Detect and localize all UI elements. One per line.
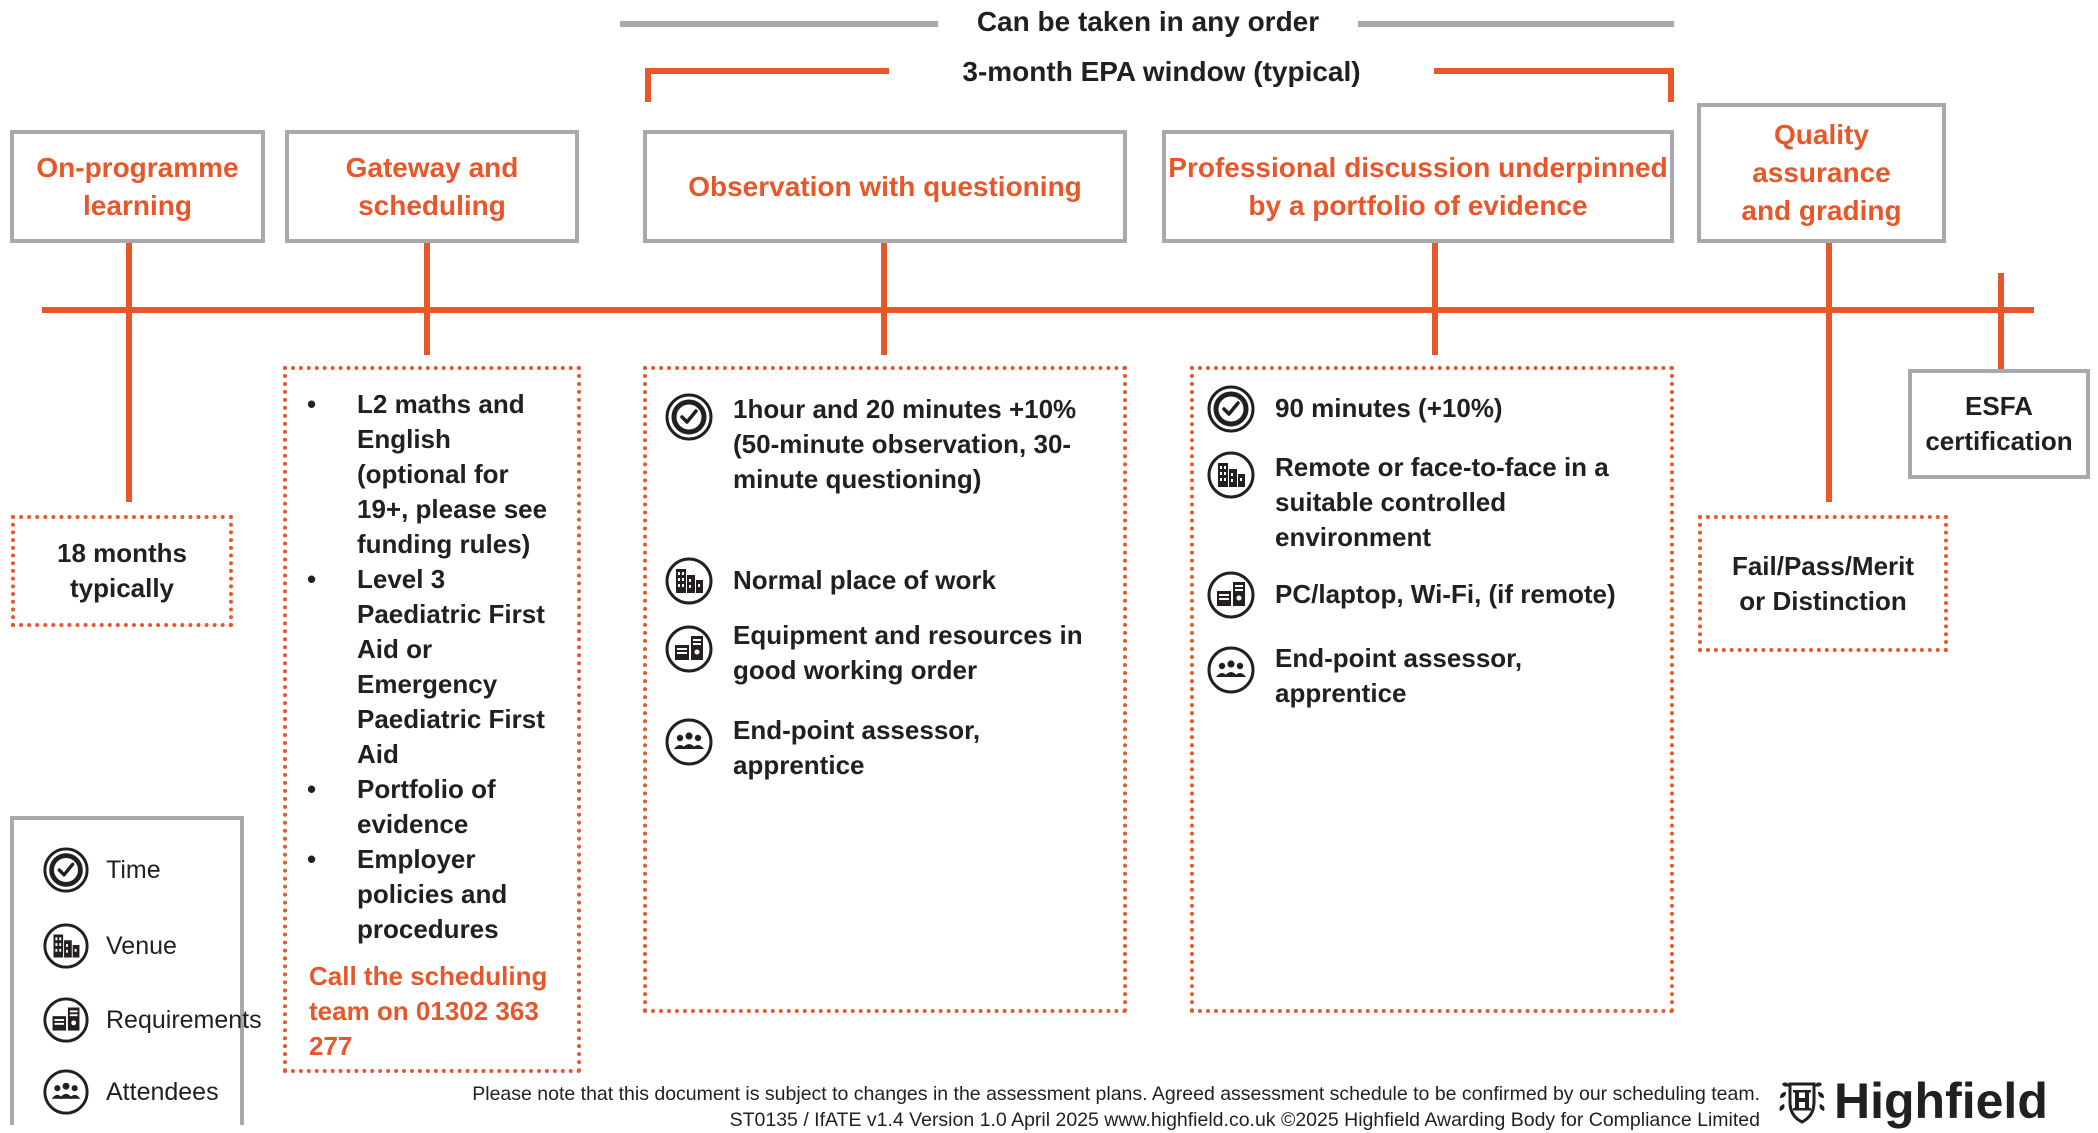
epa-window-label: 3-month EPA window (typical) bbox=[962, 56, 1361, 87]
stage-title: Observation with questioning bbox=[688, 170, 1082, 202]
stage-title: ESFA certification bbox=[1925, 391, 2073, 456]
connector-on-programme bbox=[126, 240, 132, 502]
stage-quality: Quality assurance and grading bbox=[1697, 103, 1946, 243]
observation-time: 1hour and 20 minutes +10% (50-minute obs… bbox=[664, 392, 1104, 497]
connector-quality bbox=[1826, 240, 1832, 502]
list-item: Employer policies and procedures bbox=[287, 842, 559, 947]
building-icon bbox=[42, 922, 90, 970]
legend-attendees: Attendees bbox=[42, 1068, 219, 1116]
stage-observation: Observation with questioning bbox=[643, 130, 1127, 243]
discussion-attendees: End-point assessor, apprentice bbox=[1206, 641, 1646, 711]
any-order-bracket-right bbox=[1358, 21, 1674, 27]
any-order-label: Can be taken in any order bbox=[976, 6, 1320, 37]
highfield-logo: Highfield bbox=[1776, 1073, 2092, 1129]
legend-venue: Venue bbox=[42, 922, 177, 970]
discussion-time-text: 90 minutes (+10%) bbox=[1275, 393, 1503, 423]
list-item: L2 maths and English (optional for 19+, … bbox=[287, 387, 559, 562]
stage-discussion: Professional discussion underpinned by a… bbox=[1162, 130, 1674, 243]
clock-icon bbox=[42, 846, 90, 894]
observation-venue-text: Normal place of work bbox=[733, 565, 996, 595]
discussion-details-box bbox=[1190, 366, 1674, 1013]
discussion-attendees-text: End-point assessor, apprentice bbox=[1275, 643, 1523, 708]
footer-note: Please note that this document is subjec… bbox=[472, 1083, 1760, 1105]
equipment-icon bbox=[42, 996, 90, 1044]
on-programme-duration-box: 18 months typically bbox=[11, 515, 233, 627]
gateway-requirements-box: L2 maths and English (optional for 19+, … bbox=[283, 366, 581, 1073]
stage-title: Professional discussion underpinned by a… bbox=[1168, 151, 1668, 221]
any-order-bracket-left bbox=[620, 21, 938, 27]
timeline-axis bbox=[42, 307, 2034, 313]
observation-details-box bbox=[643, 366, 1127, 1013]
observation-requirements: Equipment and resources in good working … bbox=[664, 618, 1104, 688]
discussion-venue-text: Remote or face-to-face in a suitable con… bbox=[1275, 452, 1609, 552]
observation-attendees: End-point assessor, apprentice bbox=[664, 713, 1104, 783]
observation-time-text: 1hour and 20 minutes +10% (50-minute obs… bbox=[733, 394, 1077, 494]
legend-label: Attendees bbox=[106, 1077, 219, 1106]
gateway-requirements-list: L2 maths and English (optional for 19+, … bbox=[287, 387, 559, 947]
observation-requirements-text: Equipment and resources in good working … bbox=[733, 620, 1083, 685]
stage-esfa: ESFA certification bbox=[1908, 369, 2090, 479]
connector-esfa bbox=[1998, 273, 2004, 369]
discussion-requirements: PC/laptop, Wi-Fi, (if remote) bbox=[1206, 570, 1656, 620]
grading-outcome: Fail/Pass/Merit or Distinction bbox=[1731, 550, 1915, 616]
discussion-requirements-text: PC/laptop, Wi-Fi, (if remote) bbox=[1275, 579, 1616, 609]
people-icon bbox=[42, 1068, 90, 1116]
grading-outcome-box: Fail/Pass/Merit or Distinction bbox=[1698, 515, 1948, 652]
scheduling-call-note: Call the scheduling team on 01302 363 27… bbox=[309, 961, 548, 1061]
connector-discussion bbox=[1432, 240, 1438, 355]
legend-label: Requirements bbox=[106, 1005, 262, 1034]
list-item: Portfolio of evidence bbox=[287, 772, 559, 842]
people-icon bbox=[1206, 645, 1256, 695]
discussion-time: 90 minutes (+10%) bbox=[1206, 384, 1666, 434]
legend-requirements: Requirements bbox=[42, 996, 262, 1044]
observation-venue: Normal place of work bbox=[664, 556, 1104, 606]
highfield-crest-icon bbox=[1779, 1082, 1825, 1124]
list-item: Level 3 Paediatric First Aid or Emergenc… bbox=[287, 562, 559, 772]
stage-on-programme: On-programme learning bbox=[10, 130, 265, 243]
connector-observation bbox=[881, 240, 887, 355]
epa-window-bracket-right bbox=[1434, 68, 1674, 74]
observation-attendees-text: End-point assessor, apprentice bbox=[733, 715, 981, 780]
brand-name: Highfield bbox=[1834, 1073, 2048, 1129]
legend-time: Time bbox=[42, 846, 161, 894]
epa-window-bracket-left-tick bbox=[645, 68, 651, 102]
on-programme-duration: 18 months typically bbox=[56, 538, 188, 603]
clock-icon bbox=[664, 392, 714, 442]
icon-legend: Time Venue Requirements Attendees bbox=[10, 816, 262, 1125]
epa-window-bracket-left bbox=[645, 68, 889, 74]
equipment-icon bbox=[1206, 570, 1256, 620]
building-icon bbox=[1206, 450, 1256, 500]
stage-title: Gateway and scheduling bbox=[345, 151, 519, 221]
legend-label: Time bbox=[106, 855, 161, 884]
people-icon bbox=[664, 717, 714, 767]
connector-gateway bbox=[424, 240, 430, 355]
footer-meta: ST0135 / IfATE v1.4 Version 1.0 April 20… bbox=[729, 1109, 1760, 1131]
legend-label: Venue bbox=[106, 931, 177, 960]
equipment-icon bbox=[664, 624, 714, 674]
stage-title: On-programme learning bbox=[36, 151, 239, 221]
stage-gateway: Gateway and scheduling bbox=[285, 130, 579, 243]
stage-title: Quality assurance and grading bbox=[1741, 119, 1902, 226]
epa-window-bracket-right-tick bbox=[1668, 68, 1674, 102]
clock-icon bbox=[1206, 384, 1256, 434]
building-icon bbox=[664, 556, 714, 606]
discussion-venue: Remote or face-to-face in a suitable con… bbox=[1206, 450, 1646, 555]
